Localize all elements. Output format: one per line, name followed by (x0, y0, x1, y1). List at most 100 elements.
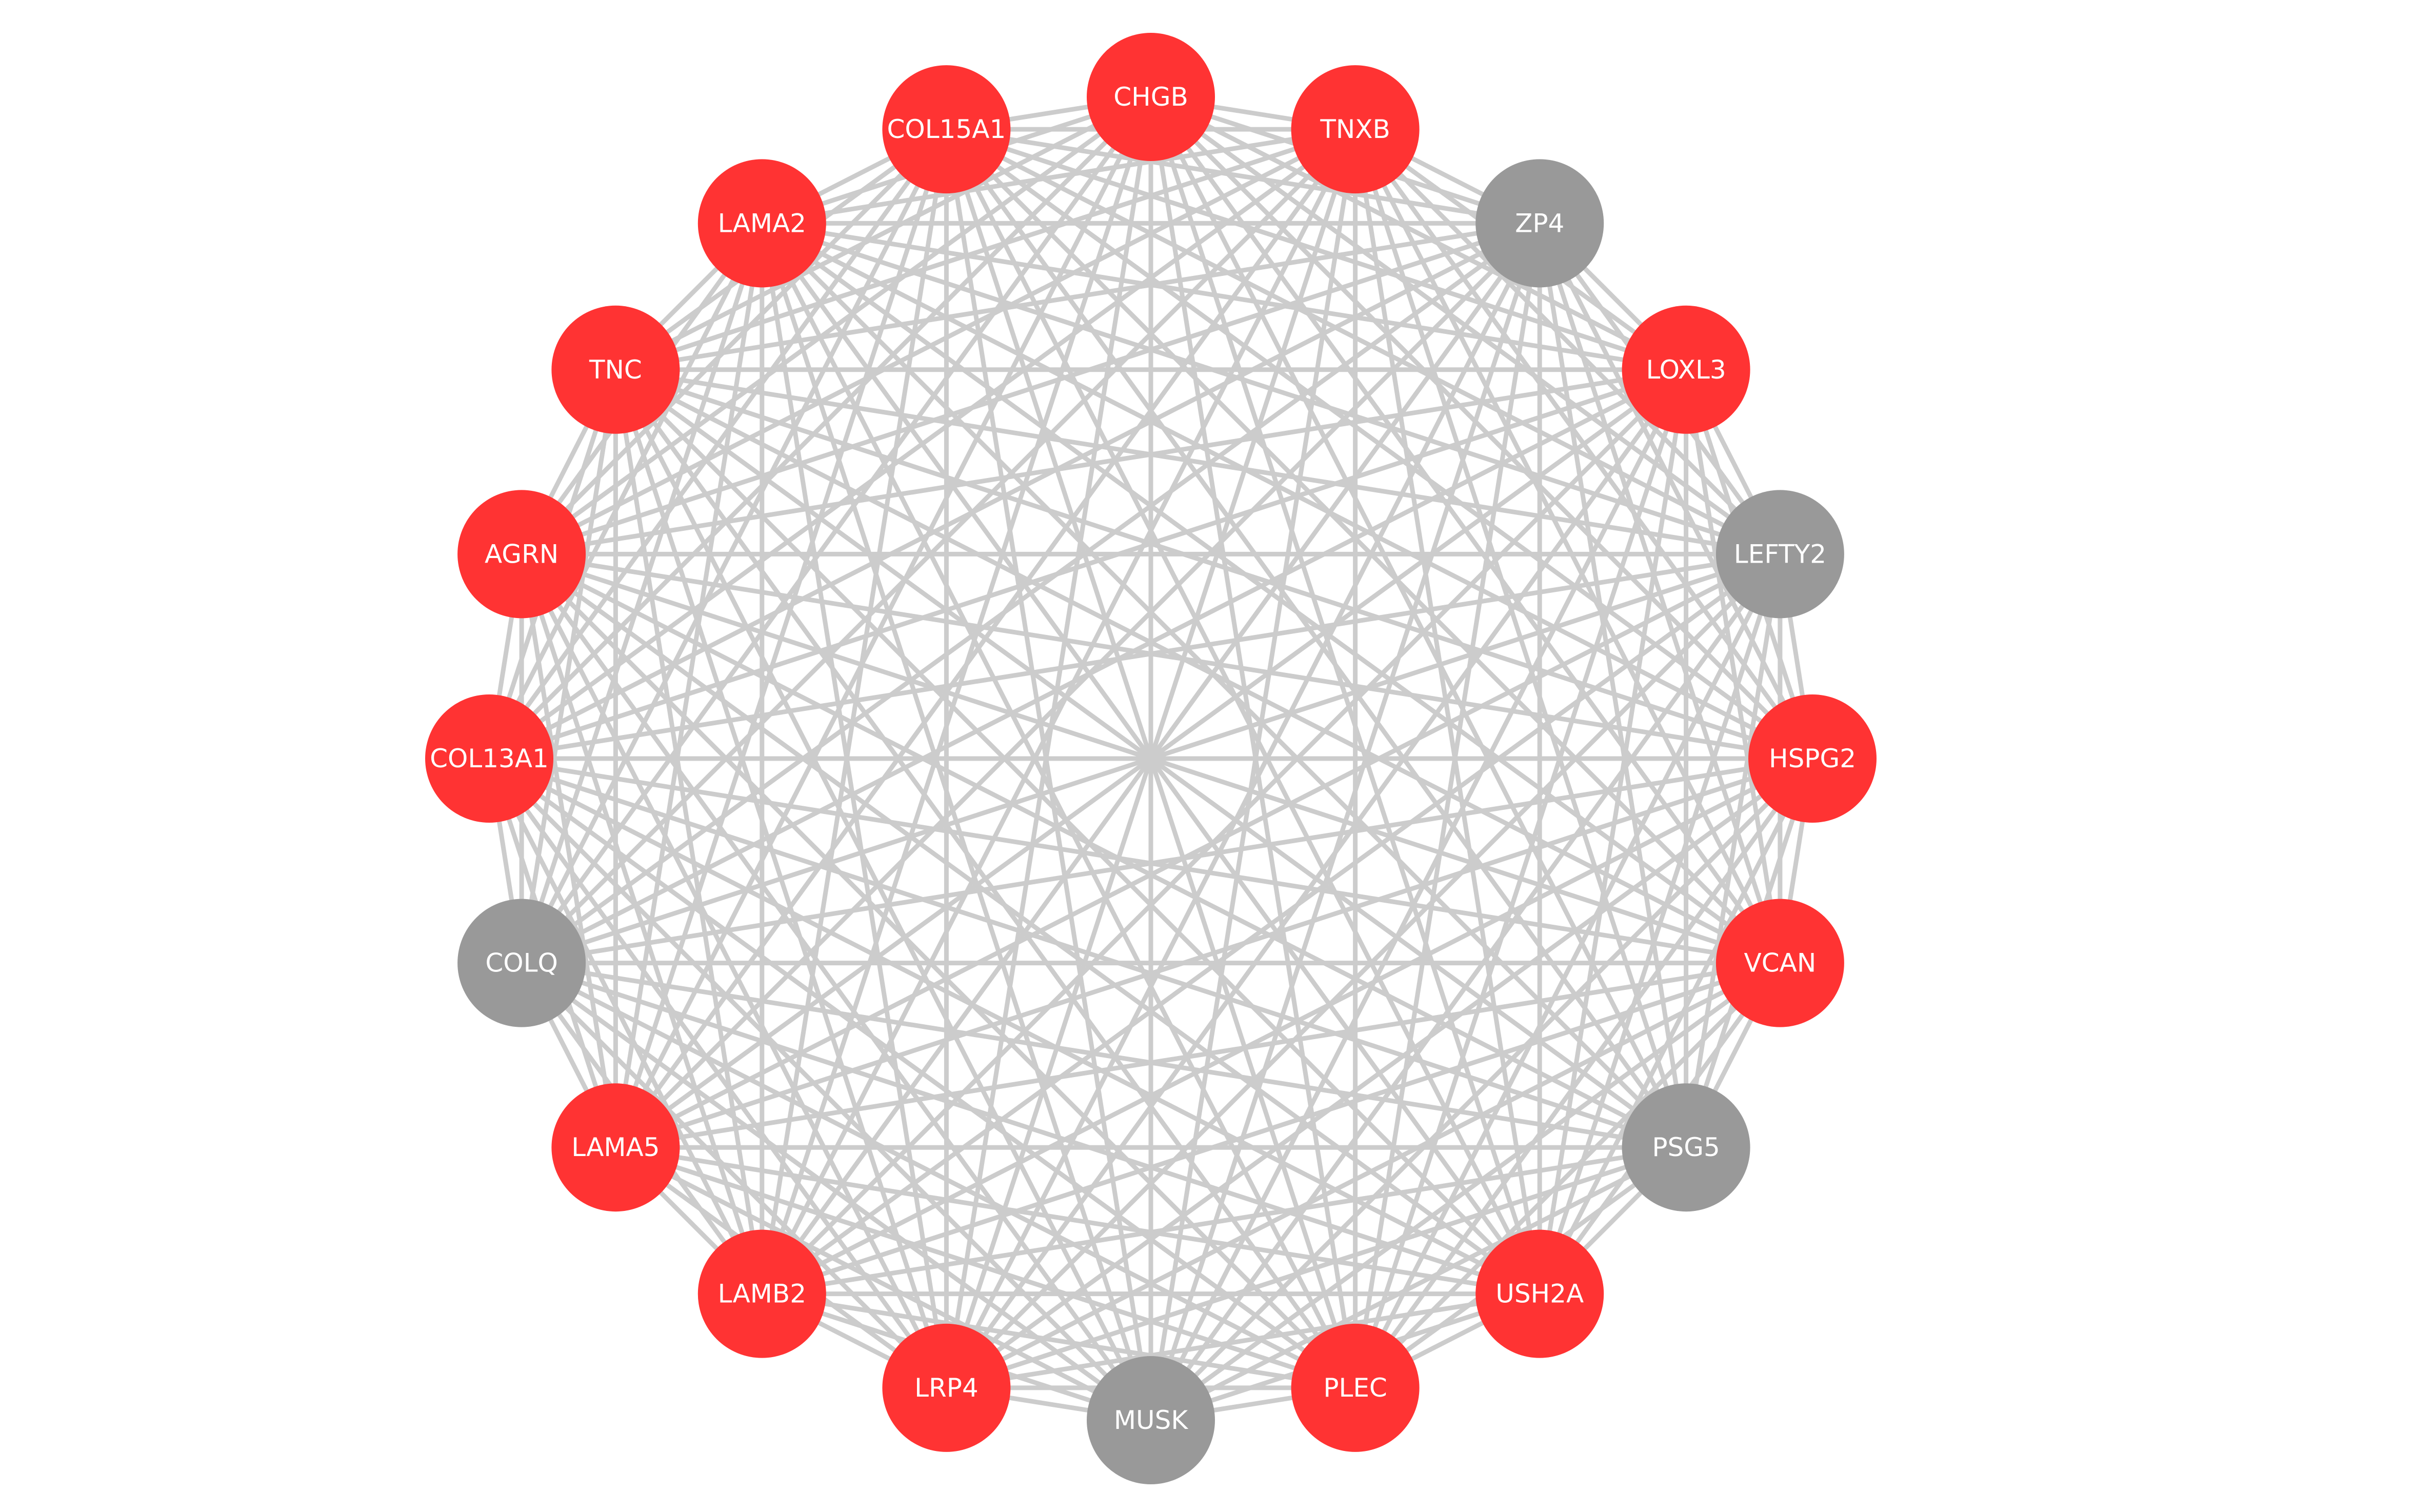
node-circle (1715, 899, 1844, 1027)
node-circle (1475, 159, 1604, 288)
edge (614, 367, 1781, 965)
node-label: HSPG2 (1769, 744, 1856, 773)
edge (761, 221, 1781, 556)
node-hspg2: HSPG2 (1748, 694, 1877, 823)
node-circle (1475, 1229, 1604, 1358)
node-label: ZP4 (1515, 208, 1564, 238)
node-lama5: LAMA5 (551, 1083, 680, 1212)
node-circle (1087, 1356, 1215, 1484)
edge (762, 221, 1687, 372)
edge (520, 552, 1357, 1390)
edge (946, 1291, 1540, 1390)
edge (487, 757, 764, 1295)
edge (487, 757, 949, 1389)
node-label: COLQ (485, 948, 557, 978)
edge (521, 127, 1356, 556)
node-circle (457, 899, 586, 1027)
node-colq: COLQ (457, 899, 586, 1027)
node-label: PSG5 (1652, 1132, 1720, 1162)
edge (760, 223, 1153, 1421)
edge (614, 368, 1542, 1296)
edge (614, 552, 1781, 1150)
node-zp4: ZP4 (1475, 159, 1604, 288)
node-lrp4: LRP4 (882, 1323, 1011, 1452)
node-circle (1087, 33, 1215, 161)
edge (1149, 94, 1687, 372)
edge (520, 127, 948, 556)
node-circle (697, 1229, 826, 1358)
edge (521, 551, 1813, 761)
edge (520, 128, 949, 964)
edge (946, 127, 1540, 226)
edge (489, 756, 1781, 966)
edge (1148, 129, 1358, 1421)
edge (1353, 127, 1782, 556)
edge (762, 127, 1356, 226)
edge (521, 552, 1687, 1150)
node-label: USH2A (1495, 1279, 1584, 1309)
node-ush2a: USH2A (1475, 1229, 1604, 1358)
node-lefty2: LEFTY2 (1715, 490, 1844, 619)
node-label: LRP4 (914, 1373, 979, 1403)
edge (521, 756, 1813, 966)
node-circle (1622, 305, 1750, 434)
node-label: TNC (589, 355, 642, 385)
edge (1149, 95, 1814, 761)
node-circle (882, 1323, 1011, 1452)
edge (944, 128, 1358, 1389)
edge (520, 961, 1152, 1422)
edge (488, 757, 1357, 1390)
node-plec: PLEC (1291, 1323, 1420, 1452)
edge (760, 222, 1358, 1389)
node-col13a1: COL13A1 (425, 694, 553, 823)
edge (487, 95, 1153, 761)
node-chgb: CHGB (1087, 33, 1215, 161)
node-circle (1748, 694, 1877, 823)
edge (761, 221, 1814, 761)
edge (945, 127, 1782, 965)
edge (944, 129, 1153, 1421)
node-label: COL15A1 (887, 114, 1006, 144)
node-tnxb: TNXB (1291, 65, 1420, 194)
edge (520, 552, 1153, 1422)
edge (520, 553, 949, 1389)
edge (1148, 96, 1358, 1388)
node-circle (425, 694, 553, 823)
edge (1684, 369, 1783, 964)
edge (1149, 757, 1814, 1422)
edge (762, 1291, 1356, 1390)
edge (615, 221, 1540, 372)
edge (1538, 757, 1815, 1295)
edge (614, 94, 1152, 372)
edge (1684, 553, 1783, 1148)
node-label: LEFTY2 (1734, 539, 1826, 569)
edge (519, 553, 765, 1295)
node-musk: MUSK (1087, 1356, 1215, 1484)
edge (521, 961, 1541, 1296)
edge (613, 369, 765, 1295)
edge (1537, 369, 1689, 1295)
edge (519, 553, 618, 1148)
edge (614, 222, 1542, 1149)
edge (615, 1145, 1356, 1390)
edge (615, 1145, 1540, 1297)
edge (613, 128, 949, 1148)
node-label: PLEC (1323, 1373, 1387, 1403)
edge (760, 368, 1688, 1296)
edge (615, 367, 1813, 761)
edge (944, 96, 1153, 1388)
node-vcan: VCAN (1715, 899, 1844, 1027)
node-circle (882, 65, 1011, 194)
edge (519, 223, 765, 964)
edge (1353, 961, 1782, 1390)
node-lama2: LAMA2 (697, 159, 826, 288)
edge (944, 128, 1688, 1149)
edge (944, 222, 1542, 1389)
edge-layer (487, 94, 1815, 1423)
node-label: LOXL3 (1646, 355, 1726, 385)
edge (1538, 222, 1815, 760)
node-label: MUSK (1114, 1405, 1188, 1435)
node-circle (697, 159, 826, 288)
